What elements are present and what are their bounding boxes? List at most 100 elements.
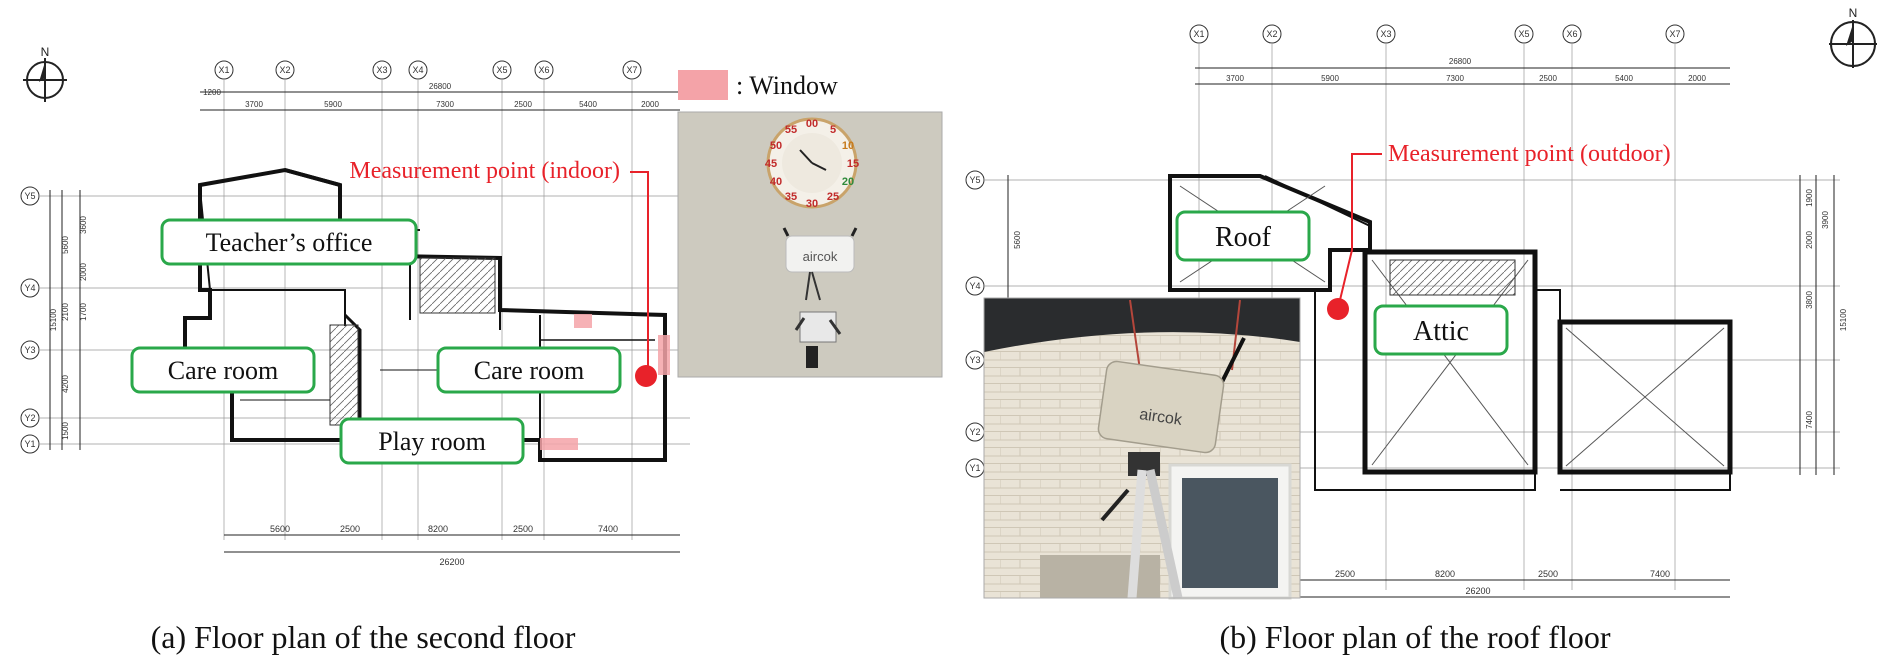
dimensions-bottom: 2500 8200 2500 7400 26200 bbox=[1300, 569, 1730, 598]
aircok-indoor-device: aircok bbox=[782, 227, 858, 368]
device-brand-label: aircok bbox=[803, 249, 838, 264]
grid-label: X7 bbox=[1669, 29, 1680, 39]
dim-label: 2500 bbox=[1539, 74, 1557, 83]
window-marker bbox=[574, 314, 592, 328]
dim-label: 1500 bbox=[61, 422, 70, 440]
grid-label: Y2 bbox=[24, 413, 35, 423]
grid-label: X3 bbox=[376, 65, 387, 75]
grid-lines bbox=[40, 80, 690, 540]
dim-label: 15100 bbox=[1839, 308, 1848, 331]
clock-number: 25 bbox=[827, 191, 839, 203]
clock-number: 20 bbox=[842, 176, 854, 188]
room-label-roof: Roof bbox=[1215, 222, 1272, 253]
dim-label: 15100 bbox=[49, 308, 58, 331]
grid-label: X1 bbox=[1193, 29, 1204, 39]
device-brand-label: aircok bbox=[1138, 406, 1184, 429]
dim-label: 2500 bbox=[1538, 569, 1558, 579]
window-legend-swatch bbox=[678, 70, 728, 100]
room-labels-a: Teacher’s office Care room Care room Pla… bbox=[130, 218, 622, 465]
dimensions-top: 26800 3700 5900 7300 2500 5400 2000 bbox=[1195, 57, 1730, 85]
grid-label: Y3 bbox=[969, 355, 980, 365]
north-arrow-icon: N bbox=[1829, 6, 1877, 68]
window-legend-label: : Window bbox=[736, 71, 838, 100]
dim-label: 26200 bbox=[439, 557, 464, 567]
grid-label: Y1 bbox=[24, 439, 35, 449]
room-label-care-room: Care room bbox=[474, 356, 584, 385]
window-marker bbox=[540, 438, 578, 450]
caption-a: (a) Floor plan of the second floor bbox=[151, 619, 576, 655]
dim-label: 2000 bbox=[641, 100, 659, 109]
dim-label: 2000 bbox=[1805, 231, 1814, 249]
panel-b: N X1 X2 X3 X5 X6 X7 Y5 Y4 Y3 Y2 Y1 bbox=[965, 6, 1877, 655]
dim-label: 26800 bbox=[1449, 57, 1472, 66]
outdoor-callout: Measurement point (outdoor) bbox=[1327, 141, 1671, 320]
grid-label: X5 bbox=[1518, 29, 1529, 39]
dim-label: 1900 bbox=[1805, 189, 1814, 207]
grid-y-labels: Y5 Y4 Y3 Y2 Y1 bbox=[965, 170, 985, 478]
grid-label: X7 bbox=[626, 65, 637, 75]
window-legend: : Window bbox=[678, 70, 838, 100]
measurement-point-outdoor-label: Measurement point (outdoor) bbox=[1388, 141, 1671, 167]
grid-x-labels: X1 X2 X3 X4 X5 X6 X7 bbox=[214, 60, 642, 80]
dim-label: 2500 bbox=[513, 524, 533, 534]
grid-label: Y5 bbox=[969, 175, 980, 185]
grid-label: Y4 bbox=[969, 281, 980, 291]
dim-label: 2000 bbox=[79, 263, 88, 281]
room-label-care-room: Care room bbox=[168, 356, 278, 385]
clock-number: 10 bbox=[842, 140, 854, 152]
clock-number: 5 bbox=[830, 124, 836, 136]
dim-label: 3900 bbox=[1821, 211, 1830, 229]
indoor-photo: 00 5 10 15 20 25 30 35 40 45 50 55 bbox=[677, 111, 943, 378]
dim-label: 2500 bbox=[514, 100, 532, 109]
grid-label: X2 bbox=[279, 65, 290, 75]
dim-label: 4200 bbox=[61, 375, 70, 393]
dim-label: 5600 bbox=[61, 236, 70, 254]
dim-label: 7400 bbox=[1650, 569, 1670, 579]
grid-label: X4 bbox=[412, 65, 423, 75]
wall-clock: 00 5 10 15 20 25 30 35 40 45 50 55 bbox=[765, 117, 859, 210]
dim-label: 26800 bbox=[429, 82, 452, 91]
grid-label: X6 bbox=[1566, 29, 1577, 39]
dim-label: 5900 bbox=[1321, 74, 1339, 83]
dim-label: 2000 bbox=[1688, 74, 1706, 83]
grid-label: X1 bbox=[218, 65, 229, 75]
north-arrow-icon: N bbox=[23, 45, 67, 102]
dim-label: 7300 bbox=[1446, 74, 1464, 83]
grid-label: X5 bbox=[496, 65, 507, 75]
dim-label: 2500 bbox=[340, 524, 360, 534]
dim-label: 2500 bbox=[1335, 569, 1355, 579]
dim-label: 8200 bbox=[428, 524, 448, 534]
window-marker bbox=[658, 335, 670, 375]
aircok-outdoor-device: aircok bbox=[1097, 337, 1246, 454]
dimensions-top: 26800 1200 3700 5900 7300 2500 5400 2000 bbox=[200, 82, 680, 111]
svg-text:N: N bbox=[41, 45, 50, 59]
tripod bbox=[1100, 452, 1183, 599]
caption-b: (b) Floor plan of the roof floor bbox=[1219, 619, 1610, 655]
clock-number: 55 bbox=[785, 124, 797, 136]
grid-x-labels: X1 X2 X3 X5 X6 X7 bbox=[1189, 24, 1685, 44]
clock-number: 50 bbox=[770, 140, 782, 152]
clock-number: 45 bbox=[765, 158, 777, 170]
clock-number: 30 bbox=[806, 198, 818, 210]
grid-label: X2 bbox=[1266, 29, 1277, 39]
grid-label: X3 bbox=[1380, 29, 1391, 39]
measurement-point-outdoor-marker bbox=[1327, 298, 1349, 320]
grid-label: Y4 bbox=[24, 283, 35, 293]
measurement-point-indoor-marker bbox=[635, 365, 657, 387]
clock-number: 35 bbox=[785, 191, 797, 203]
dim-label: 5400 bbox=[579, 100, 597, 109]
dim-label: 7400 bbox=[598, 524, 618, 534]
grid-y-labels: Y5 Y4 Y3 Y2 Y1 bbox=[20, 186, 40, 454]
grid-label: X6 bbox=[538, 65, 549, 75]
dim-label: 1200 bbox=[203, 88, 221, 97]
dim-label: 5900 bbox=[324, 100, 342, 109]
window-markers bbox=[540, 314, 670, 450]
room-label-play-room: Play room bbox=[378, 427, 486, 456]
dim-label: 3700 bbox=[1226, 74, 1244, 83]
room-label-teachers-office: Teacher’s office bbox=[206, 228, 373, 257]
dim-label: 1700 bbox=[79, 303, 88, 321]
dimensions-left: 5600 3600 2000 1700 2100 4200 1500 15100 bbox=[49, 190, 88, 450]
grid-label: Y1 bbox=[969, 463, 980, 473]
grid-label: Y5 bbox=[24, 191, 35, 201]
